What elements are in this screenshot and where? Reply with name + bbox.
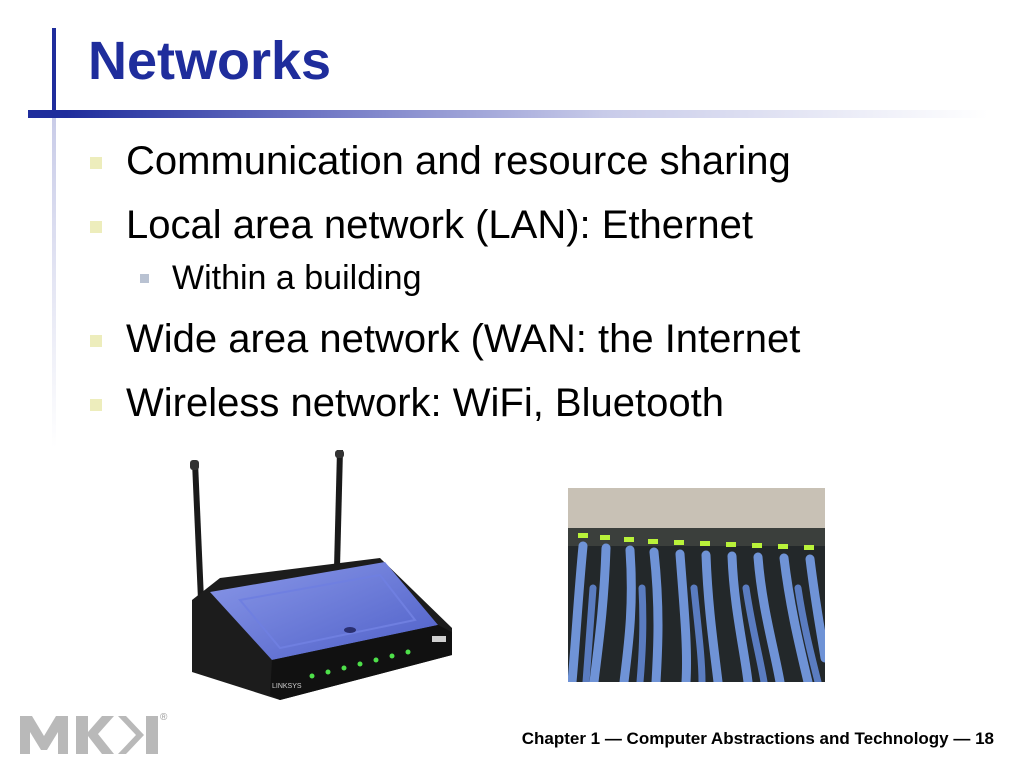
bullet-item: Communication and resource sharing — [86, 138, 800, 184]
publisher-logo: ® — [20, 712, 168, 754]
bullet-text: Local area network (LAN): Ethernet — [126, 203, 753, 247]
sub-bullet-square-icon — [140, 274, 149, 283]
bullet-item: Local area network (LAN): Ethernet — [86, 202, 800, 248]
bullet-square-icon — [90, 157, 102, 169]
title-underline-bar — [28, 110, 988, 118]
bullet-list: Communication and resource sharing Local… — [86, 138, 800, 444]
slide-footer: Chapter 1 — Computer Abstractions and Te… — [521, 729, 994, 748]
sub-bullet-item: Within a building — [86, 258, 800, 298]
router-brand-label: LINKSYS — [272, 683, 302, 690]
ethernet-cables — [568, 541, 825, 682]
slide-title: Networks — [88, 31, 332, 91]
bullet-square-icon — [90, 399, 102, 411]
bullet-item: Wide area network (WAN: the Internet — [86, 316, 800, 362]
bullet-square-icon — [90, 335, 102, 347]
bullet-text: Wireless network: WiFi, Bluetooth — [126, 381, 724, 425]
accent-vertical-bar — [52, 28, 56, 118]
antenna-left — [192, 462, 204, 600]
sub-bullet-text: Within a building — [172, 259, 422, 297]
bullet-text: Wide area network (WAN: the Internet — [126, 317, 801, 361]
bullet-item: Wireless network: WiFi, Bluetooth — [86, 380, 800, 426]
bullet-square-icon — [90, 221, 102, 233]
network-switch-image — [568, 488, 825, 682]
router-lid — [210, 562, 438, 660]
accent-vertical-fade — [52, 118, 56, 448]
registered-mark: ® — [160, 712, 168, 723]
bullet-text: Communication and resource sharing — [126, 139, 791, 183]
wireless-router-image: LINKSYS — [190, 450, 452, 700]
antenna-right — [334, 450, 343, 568]
